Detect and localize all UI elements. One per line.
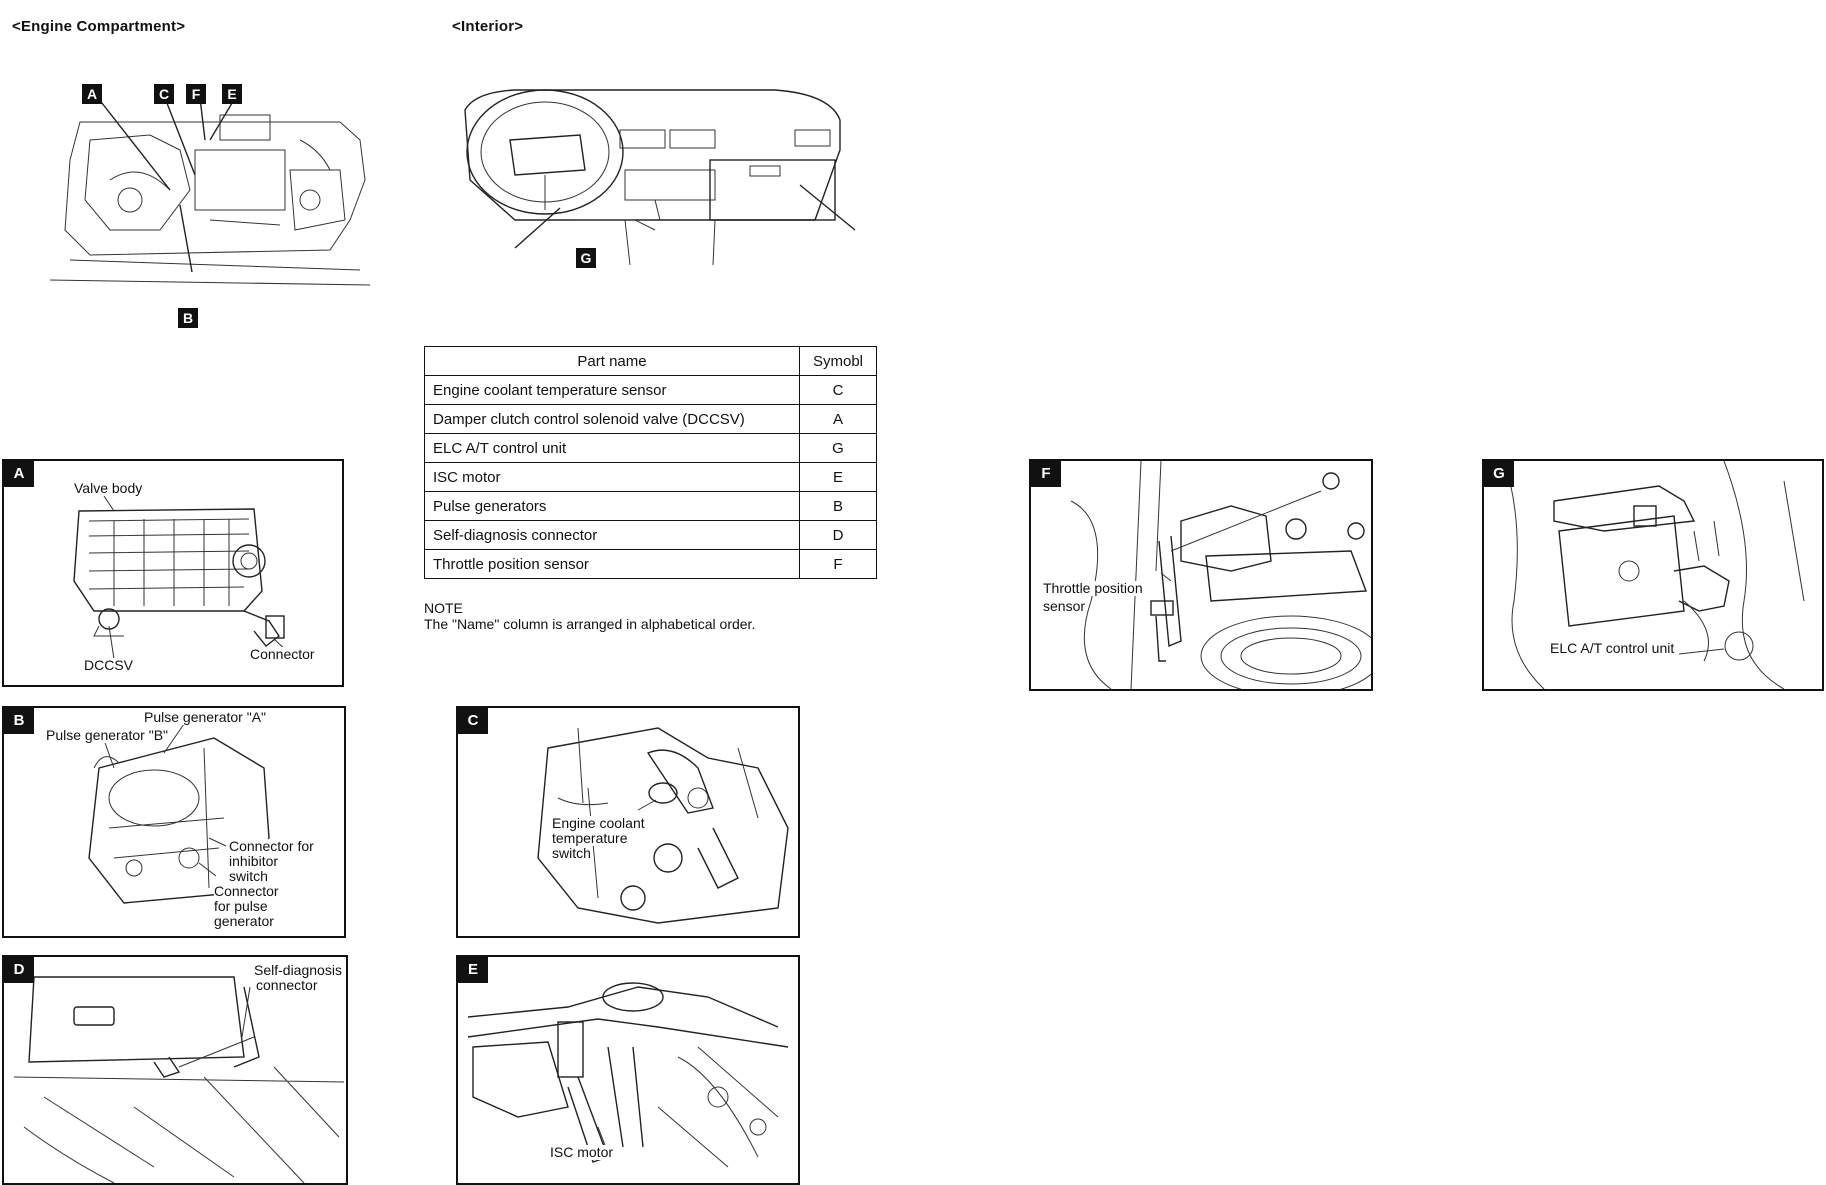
panel-tag-f: F xyxy=(1031,461,1061,487)
label-dccsv: DCCSV xyxy=(84,657,134,673)
header-part-name: Part name xyxy=(424,346,800,376)
part-name-cell: Self-diagnosis connector xyxy=(424,520,800,550)
engine-compartment-title: <Engine Compartment> xyxy=(12,18,186,35)
note-text: The "Name" column is arranged in alphabe… xyxy=(424,616,756,632)
label-engine-coolant-2: temperature xyxy=(552,830,628,846)
part-name-cell: Damper clutch control solenoid valve (DC… xyxy=(424,404,800,434)
interior-title: <Interior> xyxy=(452,18,524,35)
panel-f-throttle-sensor: F Throttle position sensor xyxy=(1029,459,1373,691)
panel-tag-b: B xyxy=(4,708,34,734)
label-connector-inhibitor-3: switch xyxy=(229,868,268,884)
panel-tag-c: C xyxy=(458,708,488,734)
label-engine-coolant-3: switch xyxy=(552,845,591,861)
table-row: Damper clutch control solenoid valve (DC… xyxy=(424,404,877,434)
locator-tag-e: E xyxy=(222,84,242,104)
symbol-cell: G xyxy=(799,433,877,463)
label-valve-body: Valve body xyxy=(74,480,143,496)
panel-g-elc-control-unit: G ELC A/T control unit xyxy=(1482,459,1824,691)
part-name-cell: ELC A/T control unit xyxy=(424,433,800,463)
note-title: NOTE xyxy=(424,600,463,616)
locator-tag-a: A xyxy=(82,84,102,104)
label-pulse-generator-b: Pulse generator "B" xyxy=(46,727,169,743)
label-elc-at-control-unit: ELC A/T control unit xyxy=(1550,640,1675,656)
panel-tag-e: E xyxy=(458,957,488,983)
parts-table: Part name Symobl Engine coolant temperat… xyxy=(424,346,877,579)
table-header-row: Part name Symobl xyxy=(424,346,877,376)
symbol-cell: C xyxy=(799,375,877,405)
label-throttle-position-1: Throttle position xyxy=(1043,580,1143,596)
label-throttle-position-2: sensor xyxy=(1043,598,1086,614)
part-name-cell: Pulse generators xyxy=(424,491,800,521)
throttle-sensor-drawing xyxy=(1070,461,1371,689)
symbol-cell: A xyxy=(799,404,877,434)
label-self-diagnosis-1: Self-diagnosis xyxy=(254,962,342,978)
panel-e-isc-motor: E ISC motor xyxy=(456,955,800,1185)
symbol-cell: B xyxy=(799,491,877,521)
engine-compartment-drawing xyxy=(49,97,371,286)
self-diagnosis-drawing xyxy=(13,976,345,1183)
panel-tag-g: G xyxy=(1484,461,1514,487)
label-connector-inhibitor-1: Connector for xyxy=(229,838,314,854)
label-connector-pulse-2: for pulse xyxy=(214,898,268,914)
label-self-diagnosis-2: connector xyxy=(256,977,318,993)
locator-tag-g: G xyxy=(576,248,596,268)
pulse-generator-drawing xyxy=(88,723,270,904)
panel-c-coolant-sensor: C Engine coolant temperature switch xyxy=(456,706,800,938)
panel-b-pulse-generators: B Pulse generator "A" Pulse generator "B… xyxy=(2,706,346,938)
panel-tag-d: D xyxy=(4,957,34,983)
locator-tag-b: B xyxy=(178,308,198,328)
isc-motor-drawing xyxy=(467,982,789,1168)
label-connector: Connector xyxy=(250,646,315,662)
symbol-cell: F xyxy=(799,549,877,579)
table-note: NOTE The "Name" column is arranged in al… xyxy=(424,600,755,632)
part-name-cell: ISC motor xyxy=(424,462,800,492)
panel-tag-a: A xyxy=(4,461,34,487)
panel-a-valve-body: A Valve body DCCSV Connector xyxy=(2,459,344,687)
label-connector-pulse-1: Connector xyxy=(214,883,279,899)
header-symbol: Symobl xyxy=(799,346,877,376)
panel-d-self-diagnosis: D Self-diagnosis connector xyxy=(2,955,348,1185)
symbol-cell: D xyxy=(799,520,877,550)
locator-tag-f: F xyxy=(186,84,206,104)
elc-control-unit-drawing xyxy=(1503,461,1805,689)
label-connector-inhibitor-2: inhibitor xyxy=(229,853,279,869)
label-connector-pulse-3: generator xyxy=(214,913,274,929)
label-isc-motor: ISC motor xyxy=(550,1144,614,1160)
part-name-cell: Engine coolant temperature sensor xyxy=(424,375,800,405)
part-name-cell: Throttle position sensor xyxy=(424,549,800,579)
valve-body-drawing xyxy=(73,495,290,660)
interior-dashboard-drawing xyxy=(464,89,856,266)
label-engine-coolant-1: Engine coolant xyxy=(552,815,645,831)
label-pulse-generator-a: Pulse generator "A" xyxy=(144,709,267,725)
locator-tag-c: C xyxy=(154,84,174,104)
symbol-cell: E xyxy=(799,462,877,492)
